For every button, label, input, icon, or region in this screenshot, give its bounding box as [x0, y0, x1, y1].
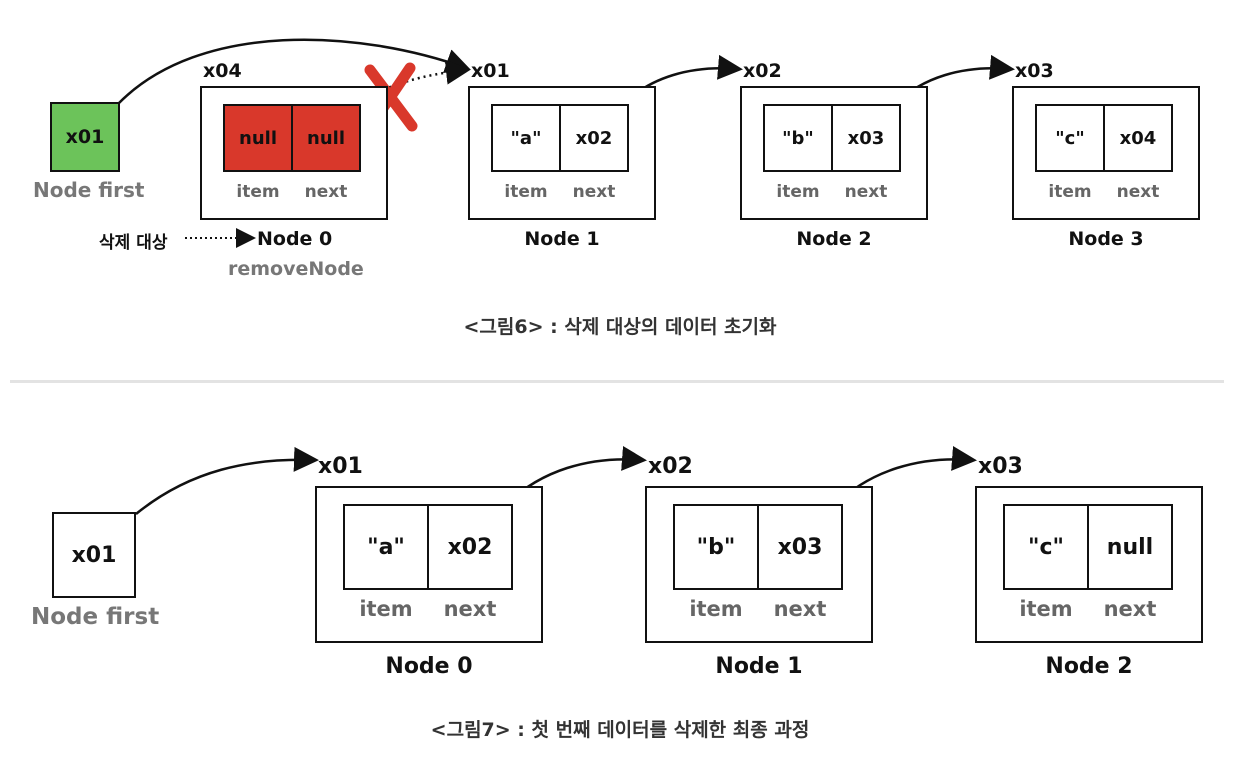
f7-node1-next-value: x03 [777, 534, 823, 560]
remove-node-next-value: null [307, 127, 345, 149]
node1-item-cell: "a" [491, 104, 561, 172]
remove-node-next-cell: null [291, 104, 361, 172]
node1-item-value: "a" [510, 127, 542, 149]
f7-node-first-label: Node first [31, 604, 160, 630]
first-to-node0-arrow-f7 [135, 446, 319, 515]
node1-next-value: x02 [575, 127, 613, 149]
remove-node-next-label: next [304, 182, 348, 202]
node-first-label: Node first [33, 178, 145, 202]
f7-node0-title: Node 0 [385, 654, 473, 679]
node-first-value: x01 [65, 126, 105, 148]
node2-item-value: "b" [782, 127, 814, 149]
f7-node2-item-value: "c" [1028, 534, 1064, 560]
f7-node0-item-value: "a" [367, 534, 405, 560]
f7-node1-item-label: item [689, 597, 743, 621]
node2-next-value: x03 [847, 127, 885, 149]
f7-node0-next-value: x02 [447, 534, 493, 560]
node3-next-value: x04 [1119, 127, 1157, 149]
remove-node-title: Node 0 [257, 228, 333, 250]
node1-title: Node 1 [524, 228, 600, 250]
remove-node-item-value: null [239, 127, 277, 149]
f7-node2-next-cell: null [1087, 504, 1173, 590]
remove-node-item-cell: null [223, 104, 293, 172]
remove-node-item-label: item [236, 182, 280, 202]
f7-node0-next-label: next [443, 597, 497, 621]
node3-next-cell: x04 [1103, 104, 1173, 172]
node2-item-cell: "b" [763, 104, 833, 172]
node1-next-cell: x02 [559, 104, 629, 172]
node3-item-cell: "c" [1035, 104, 1105, 172]
f7-node0-next-cell: x02 [427, 504, 513, 590]
node3-item-value: "c" [1055, 127, 1085, 149]
f7-node1-title: Node 1 [715, 654, 803, 679]
node1-next-label: next [572, 182, 616, 202]
f7-node1-address: x02 [648, 454, 693, 479]
section-divider [10, 380, 1224, 383]
node1-address: x01 [471, 60, 510, 82]
node-first-box: x01 [50, 102, 120, 172]
f7-node2-title: Node 2 [1045, 654, 1133, 679]
node3-next-label: next [1116, 182, 1160, 202]
f7-node2-address: x03 [978, 454, 1023, 479]
f7-node0-item-label: item [359, 597, 413, 621]
node3-title: Node 3 [1068, 228, 1144, 250]
f7-node-first-value: x01 [71, 542, 117, 568]
node2-next-label: next [844, 182, 888, 202]
remove-node-role-label: removeNode [228, 258, 364, 280]
node3-item-label: item [1048, 182, 1092, 202]
f7-node2-next-value: null [1106, 534, 1154, 560]
f7-node1-next-label: next [773, 597, 827, 621]
f7-node1-item-value: "b" [696, 534, 736, 560]
f7-node1-item-cell: "b" [673, 504, 759, 590]
f7-node2-next-label: next [1103, 597, 1157, 621]
node2-next-cell: x03 [831, 104, 901, 172]
figure6-caption: <그림6> : 삭제 대상의 데이터 초기화 [463, 316, 777, 338]
f7-node0-item-cell: "a" [343, 504, 429, 590]
node1-item-label: item [504, 182, 548, 202]
f7-node-first-box: x01 [52, 512, 136, 598]
node2-address: x02 [743, 60, 782, 82]
f7-node0-address: x01 [318, 454, 363, 479]
remove-node-address: x04 [203, 60, 242, 82]
f7-node2-item-label: item [1019, 597, 1073, 621]
node3-address: x03 [1015, 60, 1054, 82]
delete-target-label: 삭제 대상 [99, 233, 168, 253]
figure7-caption: <그림7> : 첫 번째 데이터를 삭제한 최종 과정 [430, 719, 810, 741]
f7-node1-next-cell: x03 [757, 504, 843, 590]
f7-node2-item-cell: "c" [1003, 504, 1089, 590]
node2-title: Node 2 [796, 228, 872, 250]
node2-item-label: item [776, 182, 820, 202]
